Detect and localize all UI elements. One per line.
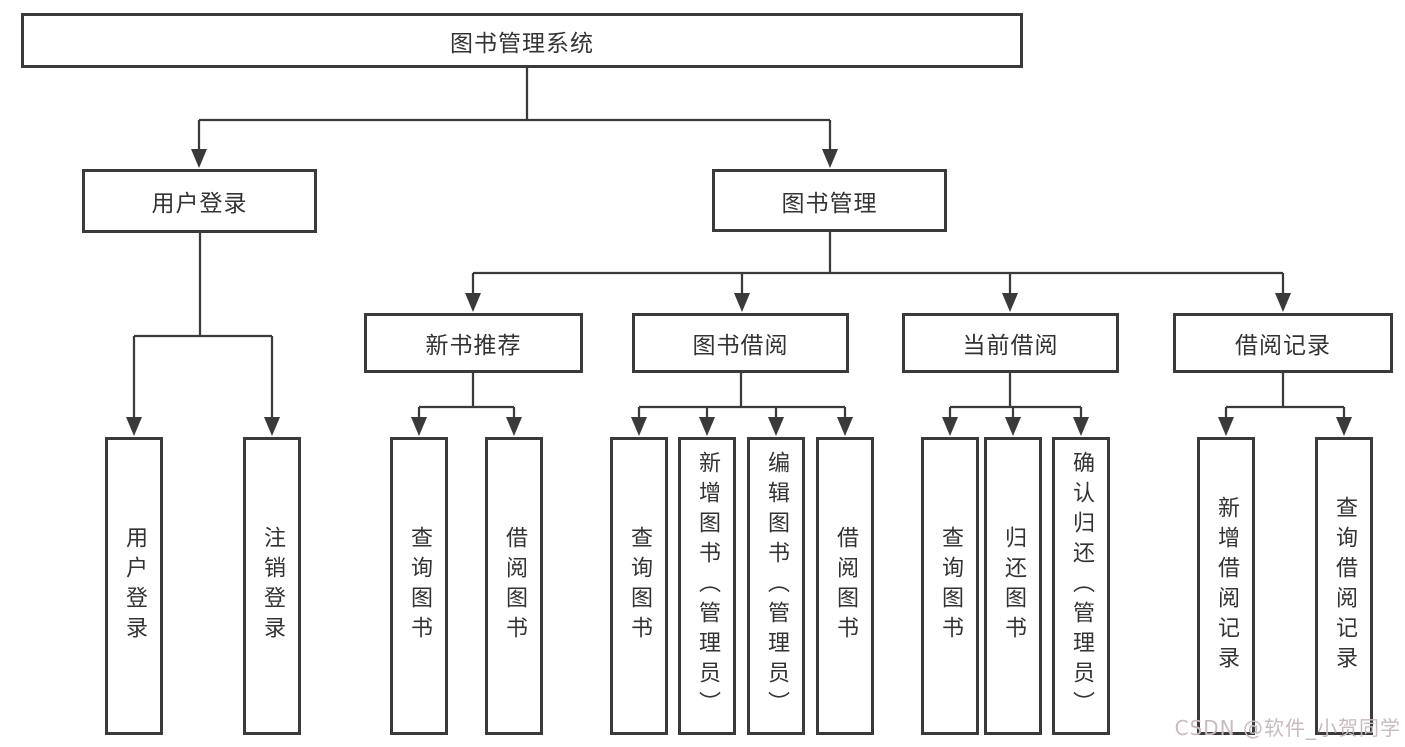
leaf-label: 新增图书（管理员）	[695, 451, 720, 721]
leaf-label: 查询借阅记录	[1332, 496, 1357, 676]
leaf-label: 查询图书	[938, 526, 963, 646]
leaf-label: 查询图书	[627, 526, 652, 646]
leaf-borrow-books-recommend: 借阅图书	[485, 437, 543, 735]
node-label: 新书推荐	[425, 333, 522, 359]
node-new-book-recommend: 新书推荐	[364, 313, 583, 373]
leaf-query-books-recommend: 查询图书	[390, 437, 448, 735]
node-book-management: 图书管理	[712, 169, 947, 232]
leaf-label: 确认归还（管理员）	[1069, 451, 1094, 721]
leaf-label: 用户登录	[122, 526, 147, 646]
leaf-logout-login: 注销登录	[243, 437, 301, 735]
node-user-login: 用户登录	[82, 169, 317, 233]
leaf-query-books-current: 查询图书	[921, 437, 979, 735]
leaf-edit-book-admin: 编辑图书（管理员）	[747, 437, 805, 735]
node-book-borrow: 图书借阅	[632, 313, 849, 373]
leaf-return-book: 归还图书	[984, 437, 1042, 735]
leaf-add-borrow-record: 新增借阅记录	[1197, 437, 1255, 735]
node-label: 用户登录	[151, 191, 248, 217]
node-label: 当前借阅	[962, 333, 1059, 359]
leaf-label: 归还图书	[1001, 526, 1026, 646]
leaf-user-login: 用户登录	[105, 437, 163, 735]
leaf-add-book-admin: 新增图书（管理员）	[678, 437, 736, 735]
leaf-label: 编辑图书（管理员）	[764, 451, 789, 721]
leaf-label: 注销登录	[260, 526, 285, 646]
leaf-label: 新增借阅记录	[1214, 496, 1239, 676]
node-borrow-records: 借阅记录	[1173, 313, 1393, 373]
leaf-confirm-return-admin: 确认归还（管理员）	[1052, 437, 1110, 735]
node-label: 图书管理系统	[450, 30, 594, 57]
leaf-label: 借阅图书	[502, 526, 527, 646]
csdn-watermark: CSDN @软件_小贺同学	[1174, 716, 1401, 740]
node-label: 图书借阅	[692, 333, 789, 359]
leaf-query-books-borrow: 查询图书	[610, 437, 668, 735]
node-label: 图书管理	[781, 190, 878, 217]
node-current-borrow: 当前借阅	[902, 313, 1119, 373]
node-label: 借阅记录	[1235, 333, 1331, 359]
leaf-query-borrow-record: 查询借阅记录	[1315, 437, 1373, 735]
leaf-label: 查询图书	[407, 526, 432, 646]
leaf-label: 借阅图书	[833, 526, 858, 646]
node-library-management-system: 图书管理系统	[21, 13, 1023, 68]
leaf-borrow-books: 借阅图书	[816, 437, 874, 735]
